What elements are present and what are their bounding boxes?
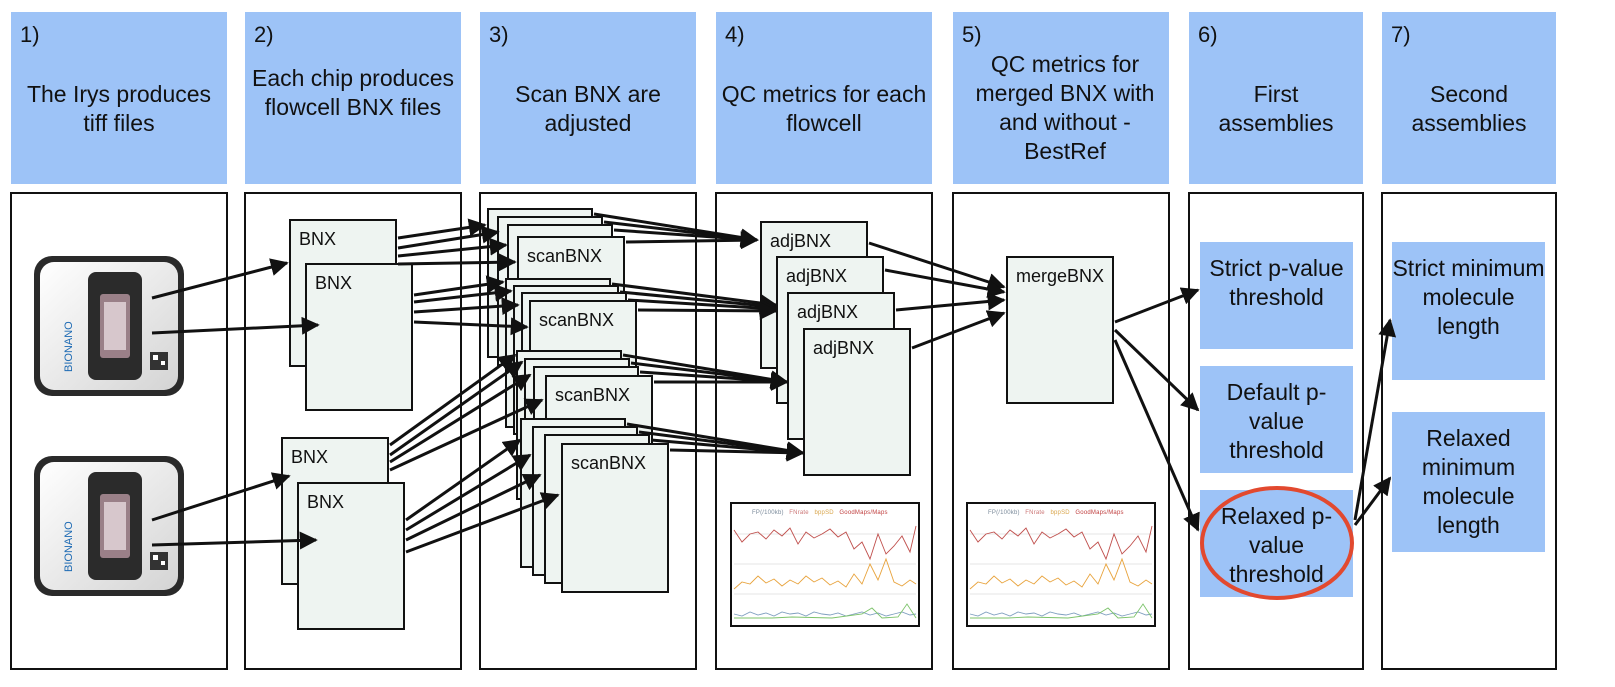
step-label: QC metrics for each flowcell <box>721 81 927 136</box>
adj-bnx-box: adjBNX <box>803 328 911 476</box>
assembly-strict-pvalue: Strict p-value threshold <box>1200 242 1353 349</box>
legend-bppsd: bppSD <box>1050 510 1070 516</box>
adj-bnx-label: adjBNX <box>797 302 859 322</box>
legend-goodmaps: GoodMaps/Maps <box>1075 510 1124 516</box>
legend-fp: FP(/100kb) <box>752 510 784 516</box>
scan-bnx-label: scanBNX <box>555 385 631 405</box>
step-5-header: 5) QC metrics for merged BNX with and wi… <box>953 12 1169 184</box>
legend-fnrate: FNrate <box>1025 510 1045 516</box>
step-6-header: 6) First assemblies <box>1189 12 1363 184</box>
assembly-label: Strict p-value threshold <box>1209 255 1344 310</box>
qc-legend: FP(/100kb) FNrate bppSD GoodMaps/Maps <box>988 510 1124 516</box>
step-label: Each chip produces flowcell BNX files <box>251 65 454 120</box>
step-label: Scan BNX are adjusted <box>515 81 661 136</box>
bnx-box: BNX <box>305 263 413 411</box>
step-number: 3) <box>489 22 509 47</box>
merge-bnx-box: mergeBNX <box>1006 256 1114 404</box>
legend-bppsd: bppSD <box>814 510 834 516</box>
assembly-relaxed-length: Relaxed minimum molecule length <box>1392 412 1545 552</box>
scan-bnx-label: scanBNX <box>539 310 615 330</box>
step-label: Second assemblies <box>1411 81 1527 136</box>
assembly-relaxed-pvalue: Relaxed p-value threshold <box>1200 490 1353 597</box>
adj-bnx-label: adjBNX <box>786 266 848 286</box>
assembly-label: Relaxed minimum molecule length <box>1421 425 1516 538</box>
legend-fp: FP(/100kb) <box>988 510 1020 516</box>
merge-bnx-label: mergeBNX <box>1016 266 1105 286</box>
bnx-label: BNX <box>291 447 329 467</box>
legend-fnrate: FNrate <box>789 510 809 516</box>
step-label: First assemblies <box>1218 81 1334 136</box>
step-7-header: 7) Second assemblies <box>1382 12 1556 184</box>
bnx-label: BNX <box>307 492 345 512</box>
bnx-label: BNX <box>299 229 337 249</box>
step-label: The Irys produces tiff files <box>26 81 212 136</box>
assembly-strict-length: Strict minimum molecule length <box>1392 242 1545 380</box>
chip-brand-text: BIONANO <box>63 321 75 372</box>
step-number: 2) <box>254 22 274 47</box>
step-2-header: 2) Each chip produces flowcell BNX files <box>245 12 461 184</box>
adj-bnx-label: adjBNX <box>813 338 875 358</box>
step-number: 6) <box>1198 22 1218 47</box>
step-number: 1) <box>20 22 40 47</box>
step-label: QC metrics for merged BNX with and witho… <box>975 51 1155 164</box>
qc-chart-flowcell: FP(/100kb) FNrate bppSD GoodMaps/Maps <box>730 502 920 627</box>
scan-bnx-label: scanBNX <box>571 453 647 473</box>
step-number: 5) <box>962 22 982 47</box>
scan-bnx-label: scanBNX <box>527 246 603 266</box>
bnx-label: BNX <box>315 273 353 293</box>
step-number: 7) <box>1391 22 1411 47</box>
legend-goodmaps: GoodMaps/Maps <box>839 510 888 516</box>
scan-bnx-box: scanBNX <box>561 443 669 593</box>
assembly-label: Relaxed p-value threshold <box>1220 503 1333 587</box>
chip-brand-text: BIONANO <box>63 521 75 572</box>
assembly-default-pvalue: Default p-value threshold <box>1200 366 1353 473</box>
step-3-header: 3) Scan BNX are adjusted <box>480 12 696 184</box>
assembly-label: Default p-value threshold <box>1226 379 1327 463</box>
irys-chip-image: BIONANO <box>34 256 184 396</box>
irys-chip-image: BIONANO <box>34 456 184 596</box>
qc-chart-lines <box>733 525 917 619</box>
bnx-box: BNX <box>297 482 405 630</box>
qc-chart-lines <box>969 525 1153 619</box>
qc-legend: FP(/100kb) FNrate bppSD GoodMaps/Maps <box>752 510 888 516</box>
step-1-header: 1) The Irys produces tiff files <box>11 12 227 184</box>
step-4-header: 4) QC metrics for each flowcell <box>716 12 932 184</box>
qc-chart-merged: FP(/100kb) FNrate bppSD GoodMaps/Maps <box>966 502 1156 627</box>
adj-bnx-label: adjBNX <box>770 231 832 251</box>
step-number: 4) <box>725 22 745 47</box>
assembly-label: Strict minimum molecule length <box>1392 255 1545 339</box>
